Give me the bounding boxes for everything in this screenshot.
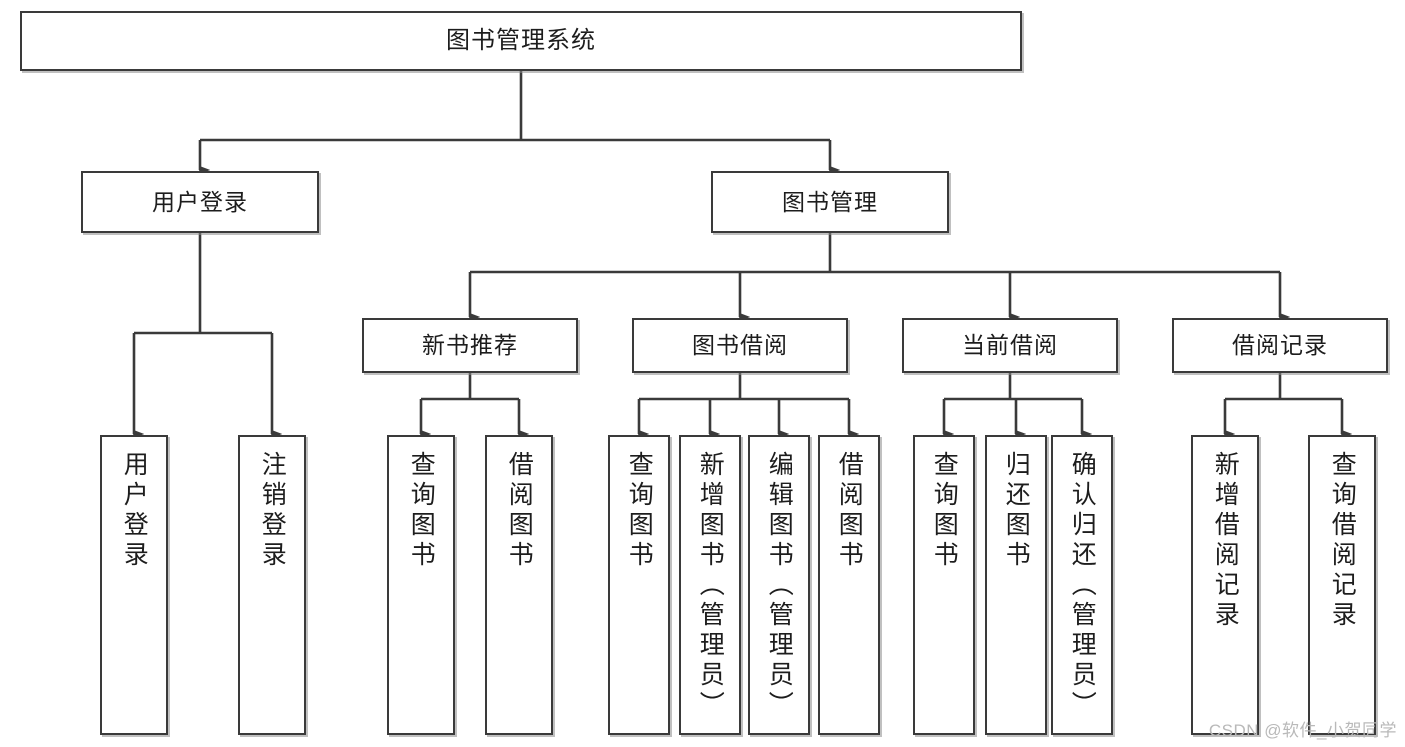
node-leaf-login[interactable]: 用户登录 — [100, 435, 168, 735]
node-leaf-bw-add[interactable]: 新增图书（管理员） — [679, 435, 741, 735]
node-label: 查询图书 — [930, 451, 959, 571]
node-label: 注销登录 — [258, 451, 287, 571]
node-leaf-nb-borrow[interactable]: 借阅图书 — [485, 435, 553, 735]
node-label: 当前借阅 — [962, 332, 1058, 359]
node-leaf-nb-query[interactable]: 查询图书 — [387, 435, 455, 735]
node-label: 新书推荐 — [422, 332, 518, 359]
node-label: 用户登录 — [152, 188, 248, 215]
node-label: 新增借阅记录 — [1211, 451, 1240, 631]
node-leaf-bw-edit[interactable]: 编辑图书（管理员） — [748, 435, 810, 735]
node-borrow[interactable]: 图书借阅 — [632, 318, 848, 373]
node-label: 编辑图书（管理员） — [765, 451, 794, 721]
node-label: 借阅图书 — [505, 451, 534, 571]
node-label: 图书管理系统 — [446, 27, 596, 55]
node-leaf-logout[interactable]: 注销登录 — [238, 435, 306, 735]
node-leaf-rc-query[interactable]: 查询借阅记录 — [1308, 435, 1376, 735]
node-leaf-cu-confirm[interactable]: 确认归还（管理员） — [1051, 435, 1113, 735]
node-label: 图书管理 — [782, 188, 878, 215]
node-root[interactable]: 图书管理系统 — [20, 11, 1022, 71]
node-newbook[interactable]: 新书推荐 — [362, 318, 578, 373]
node-label: 用户登录 — [120, 451, 149, 571]
node-label: 新增图书（管理员） — [696, 451, 725, 721]
node-label: 归还图书 — [1002, 451, 1031, 571]
watermark: CSDN @软件_小贺同学 — [1208, 721, 1397, 740]
node-leaf-bw-query[interactable]: 查询图书 — [608, 435, 670, 735]
node-bookmgmt[interactable]: 图书管理 — [711, 171, 949, 233]
node-label: 确认归还（管理员） — [1068, 451, 1097, 721]
node-leaf-bw-borrow[interactable]: 借阅图书 — [818, 435, 880, 735]
node-leaf-rc-add[interactable]: 新增借阅记录 — [1191, 435, 1259, 735]
node-label: 查询图书 — [625, 451, 654, 571]
node-current[interactable]: 当前借阅 — [902, 318, 1118, 373]
node-records[interactable]: 借阅记录 — [1172, 318, 1388, 373]
node-label: 借阅图书 — [835, 451, 864, 571]
node-label: 查询图书 — [407, 451, 436, 571]
node-leaf-cu-query[interactable]: 查询图书 — [913, 435, 975, 735]
node-label: 图书借阅 — [692, 332, 788, 359]
node-label: 查询借阅记录 — [1328, 451, 1357, 631]
node-login[interactable]: 用户登录 — [81, 171, 319, 233]
node-label: 借阅记录 — [1232, 332, 1328, 359]
node-leaf-cu-return[interactable]: 归还图书 — [985, 435, 1047, 735]
